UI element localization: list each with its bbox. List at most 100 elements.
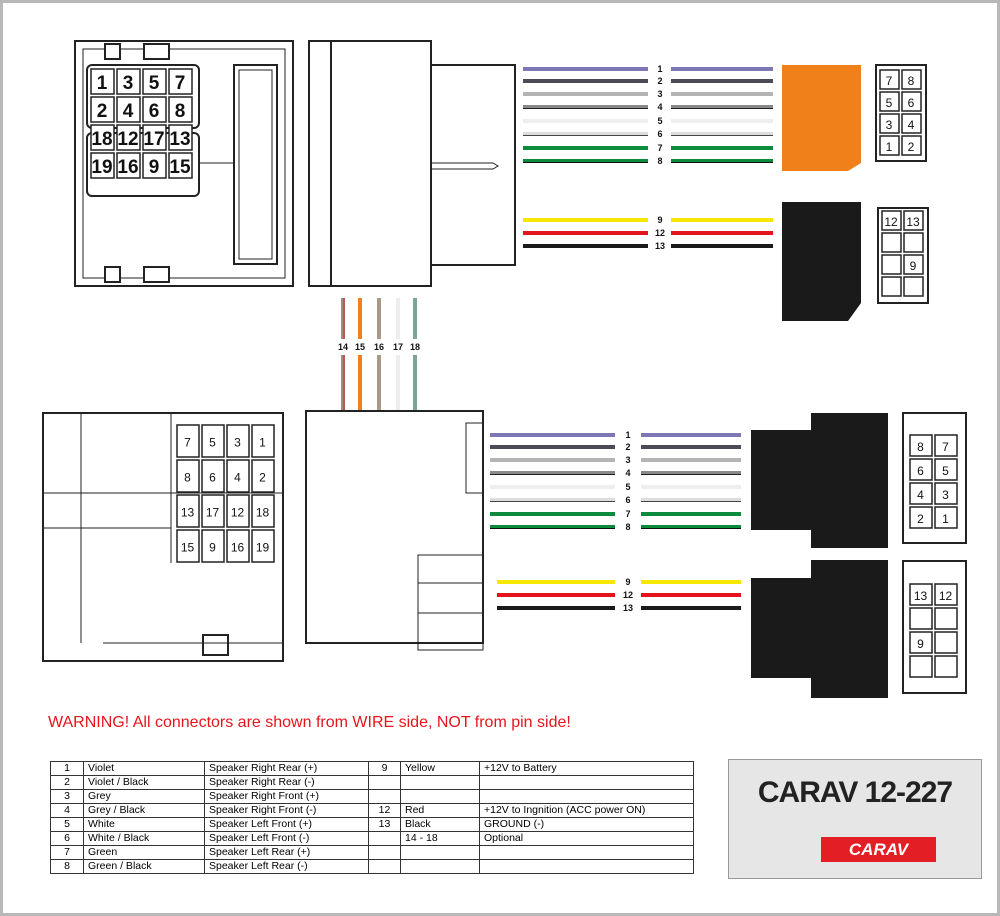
pin-number: 18: [256, 506, 270, 520]
wire-number: 13: [623, 603, 633, 613]
pin-number: 1: [97, 73, 108, 94]
pin-number: 15: [169, 157, 191, 178]
wire-number: 16: [374, 342, 384, 352]
table-cell: [479, 775, 694, 790]
iso-power-plug-bottom: [811, 560, 888, 698]
pin-number: 4: [908, 118, 915, 132]
pin-number: 4: [234, 471, 241, 485]
brand-logo: CARAV: [821, 837, 936, 862]
pin-number: 8: [184, 471, 191, 485]
table-cell: +12V to Battery: [479, 761, 694, 776]
model-number: CARAV 12-227: [757, 776, 953, 809]
pin-cell: [142, 124, 167, 151]
warning-text: WARNING! All connectors are shown from W…: [48, 714, 571, 731]
wire-number: 3: [625, 455, 630, 465]
pin-number: 17: [206, 506, 220, 520]
table-cell: Speaker Left Front (-): [204, 831, 369, 846]
pin-cell: [176, 459, 200, 493]
table-cell: Black: [400, 817, 480, 832]
table-cell: Grey: [83, 789, 205, 804]
pin-number: 18: [91, 129, 112, 150]
wire-number: 9: [625, 577, 630, 587]
iso-speaker-plug-bottom: [811, 413, 888, 548]
table-cell: 7: [50, 845, 84, 860]
top-connector-side: [308, 40, 332, 287]
pin-cell: [934, 655, 958, 678]
top-connector-face: [74, 40, 294, 287]
pin-cell: [909, 434, 933, 457]
wire-number: 2: [625, 442, 630, 452]
pin-cell: [90, 96, 115, 123]
pin-cell: [934, 506, 958, 529]
pin-number: 5: [209, 436, 216, 450]
table-cell: 8: [50, 859, 84, 874]
pin-cell: [909, 631, 933, 654]
pin-cell: [901, 113, 922, 134]
pin-number: 6: [149, 101, 160, 122]
wire-number: 14: [338, 342, 348, 352]
pin-number: 2: [97, 101, 108, 122]
wire-number: 5: [625, 482, 630, 492]
table-cell: White / Black: [83, 831, 205, 846]
pin-cell: [251, 459, 275, 493]
table-cell: 5: [50, 817, 84, 832]
pin-number: 12: [884, 215, 898, 229]
pin-number: 7: [175, 73, 186, 94]
pin-cell: [201, 494, 225, 528]
pin-number: 9: [910, 259, 917, 273]
pin-cell: [909, 506, 933, 529]
pin-cell: [881, 254, 902, 275]
pin-number: 1: [942, 512, 949, 526]
table-cell: [368, 845, 401, 860]
pin-number: 19: [256, 541, 270, 555]
pin-cell: [226, 529, 250, 563]
pin-number: 3: [886, 118, 893, 132]
pin-number: 16: [117, 157, 138, 178]
pin-cell: [881, 232, 902, 253]
table-cell: [368, 775, 401, 790]
pin-cell: [881, 210, 902, 231]
pin-cell: [909, 655, 933, 678]
pin-cell: [879, 69, 900, 90]
pin-cell: [934, 607, 958, 630]
pin-cell: [90, 68, 115, 95]
table-cell: Green: [83, 845, 205, 860]
pin-number: 1: [259, 436, 266, 450]
pin-cell: [116, 124, 141, 151]
pin-cell: [116, 96, 141, 123]
table-cell: 9: [368, 761, 401, 776]
table-cell: [479, 859, 694, 874]
pin-cell: [168, 152, 193, 179]
wire-number: 6: [657, 129, 662, 139]
pin-cell: [881, 276, 902, 297]
pin-cell: [90, 124, 115, 151]
iso-power-plug-top: [782, 202, 861, 321]
table-cell: 12: [368, 803, 401, 818]
pin-cell: [201, 529, 225, 563]
pin-cell: [909, 482, 933, 505]
pin-cell: [934, 434, 958, 457]
table-cell: [479, 789, 694, 804]
pin-cell: [142, 96, 167, 123]
table-cell: Violet / Black: [83, 775, 205, 790]
pin-cell: [901, 69, 922, 90]
table-cell: +12V to Ingnition (ACC power ON): [479, 803, 694, 818]
table-cell: Optional: [479, 831, 694, 846]
pin-number: 8: [917, 440, 924, 454]
bottom-connector-side: [305, 410, 484, 644]
pin-cell: [90, 152, 115, 179]
wire-number: 13: [655, 241, 665, 251]
pin-cell: [909, 583, 933, 606]
pin-cell: [168, 124, 193, 151]
pin-cell: [909, 458, 933, 481]
pin-number: 2: [908, 140, 915, 154]
wire-number: 1: [625, 430, 630, 440]
